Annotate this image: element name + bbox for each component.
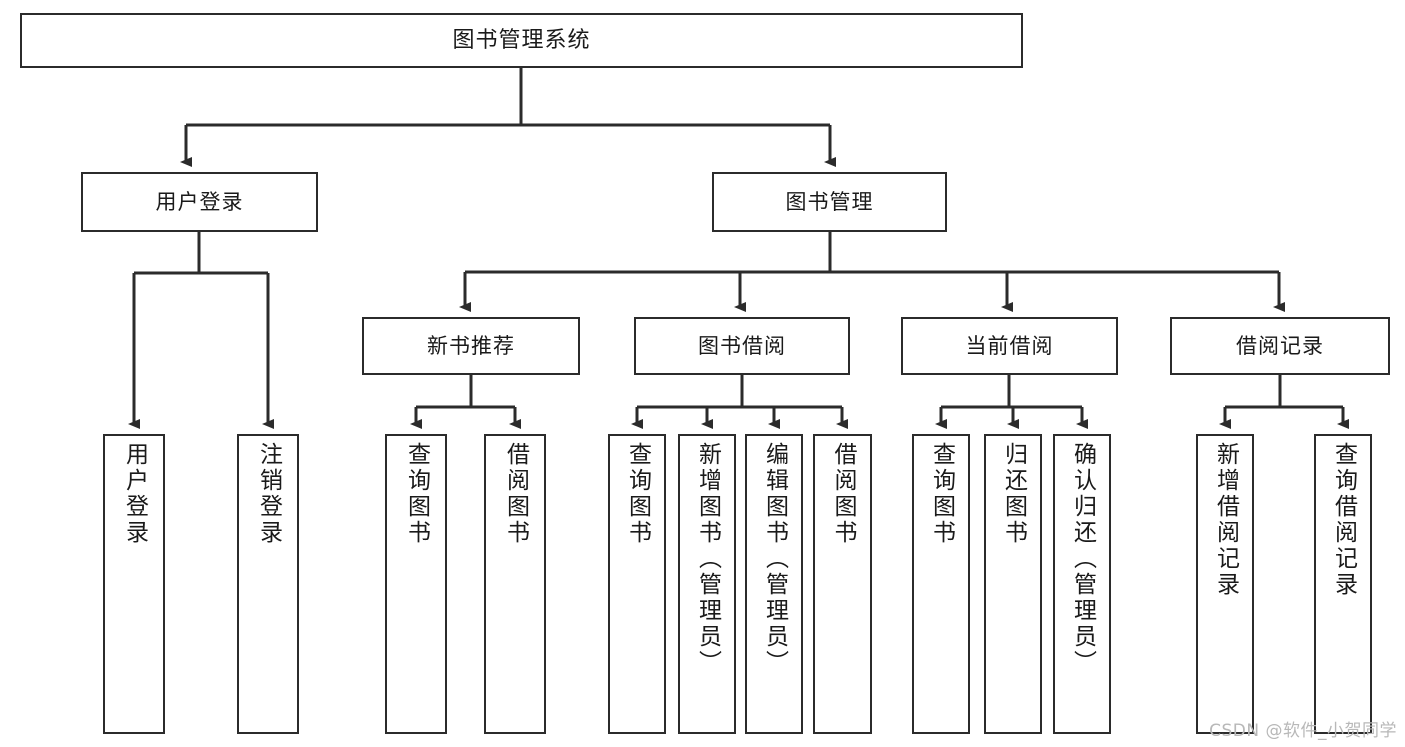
node-leaf-query-book-current[interactable]: 查询图书	[912, 434, 970, 734]
node-leaf-add-book[interactable]: 新增图书（管理员）	[678, 434, 736, 734]
node-leaf-logout-label: 注销登录	[255, 442, 282, 546]
node-leaf-query-book-borrow[interactable]: 查询图书	[608, 434, 666, 734]
node-leaf-logout[interactable]: 注销登录	[237, 434, 299, 734]
node-root[interactable]: 图书管理系统	[20, 13, 1023, 68]
node-leaf-add-book-label: 新增图书（管理员）	[694, 442, 721, 676]
node-user-login[interactable]: 用户登录	[81, 172, 318, 232]
node-leaf-borrow-book-label: 借阅图书	[830, 442, 856, 546]
node-leaf-edit-book-label: 编辑图书（管理员）	[761, 442, 788, 676]
node-leaf-user-login-label: 用户登录	[121, 442, 148, 546]
node-new-book-recommend[interactable]: 新书推荐	[362, 317, 580, 375]
node-borrow-record-label: 借阅记录	[1236, 333, 1324, 358]
node-current-borrow-label: 当前借阅	[965, 333, 1054, 358]
node-book-borrow-label: 图书借阅	[698, 333, 786, 358]
node-leaf-add-borrow-record-label: 新增借阅记录	[1212, 442, 1239, 598]
node-leaf-borrow-book-recommend-label: 借阅图书	[502, 442, 529, 546]
node-leaf-query-borrow-record[interactable]: 查询借阅记录	[1314, 434, 1372, 734]
node-new-book-recommend-label: 新书推荐	[427, 333, 515, 358]
node-book-borrow[interactable]: 图书借阅	[634, 317, 850, 375]
node-leaf-query-book-borrow-label: 查询图书	[624, 442, 651, 546]
node-root-label: 图书管理系统	[452, 27, 591, 53]
node-leaf-confirm-return[interactable]: 确认归还（管理员）	[1053, 434, 1111, 734]
node-borrow-record[interactable]: 借阅记录	[1170, 317, 1390, 375]
watermark-text: CSDN @软件_小贺同学	[1209, 721, 1397, 741]
node-leaf-borrow-book[interactable]: 借阅图书	[813, 434, 872, 734]
node-leaf-return-book[interactable]: 归还图书	[984, 434, 1042, 734]
node-current-borrow[interactable]: 当前借阅	[901, 317, 1118, 375]
node-leaf-add-borrow-record[interactable]: 新增借阅记录	[1196, 434, 1254, 734]
node-leaf-user-login[interactable]: 用户登录	[103, 434, 165, 734]
node-leaf-query-book-recommend-label: 查询图书	[403, 442, 430, 546]
node-leaf-query-borrow-record-label: 查询借阅记录	[1330, 442, 1357, 598]
node-leaf-borrow-book-recommend[interactable]: 借阅图书	[484, 434, 546, 734]
node-leaf-return-book-label: 归还图书	[1000, 442, 1027, 546]
node-leaf-query-book-current-label: 查询图书	[928, 442, 955, 546]
node-leaf-confirm-return-label: 确认归还（管理员）	[1069, 442, 1096, 676]
node-book-management[interactable]: 图书管理	[712, 172, 947, 232]
node-user-login-label: 用户登录	[155, 189, 244, 214]
node-book-management-label: 图书管理	[785, 189, 874, 214]
node-leaf-query-book-recommend[interactable]: 查询图书	[385, 434, 447, 734]
node-leaf-edit-book[interactable]: 编辑图书（管理员）	[745, 434, 803, 734]
